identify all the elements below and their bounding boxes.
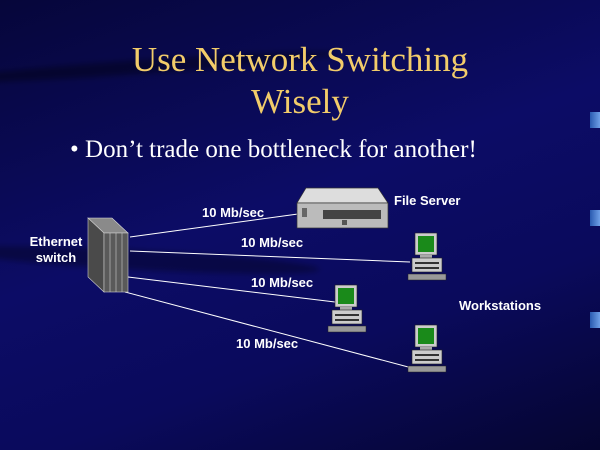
workstation-icon [327,284,367,333]
bullet-point: • Don’t trade one bottleneck for another… [70,136,477,163]
ethernet-switch-icon [87,217,129,293]
link-speed-label: 10 Mb/sec [251,275,314,290]
workstations-label: Workstations [459,298,542,313]
links [124,213,413,369]
server-label: File Server [394,193,461,208]
workstation-icon [407,232,447,281]
switch-label: Ethernet switch [20,234,92,266]
link-workstation-2 [127,276,336,303]
link-workstation-1 [129,250,411,263]
switch-label-line2: switch [35,250,77,265]
link-speed-label: 10 Mb/sec [236,336,299,351]
workstation-icon [407,324,447,373]
decor-mark [590,210,600,226]
decor-mark [590,312,600,328]
link-workstation-3 [124,291,413,369]
switch-label-line1: Ethernet [29,234,83,249]
decor-mark [590,112,600,128]
bullet-text: Don’t trade one bottleneck for another! [85,136,477,163]
slide-title-line1: Use Network Switching [131,40,469,79]
link-speed-label: 10 Mb/sec [241,235,304,250]
link-speed-label: 10 Mb/sec [202,205,265,220]
file-server-icon [296,187,389,229]
slide-title-line2: Wisely [251,82,349,121]
link-server [129,213,299,238]
